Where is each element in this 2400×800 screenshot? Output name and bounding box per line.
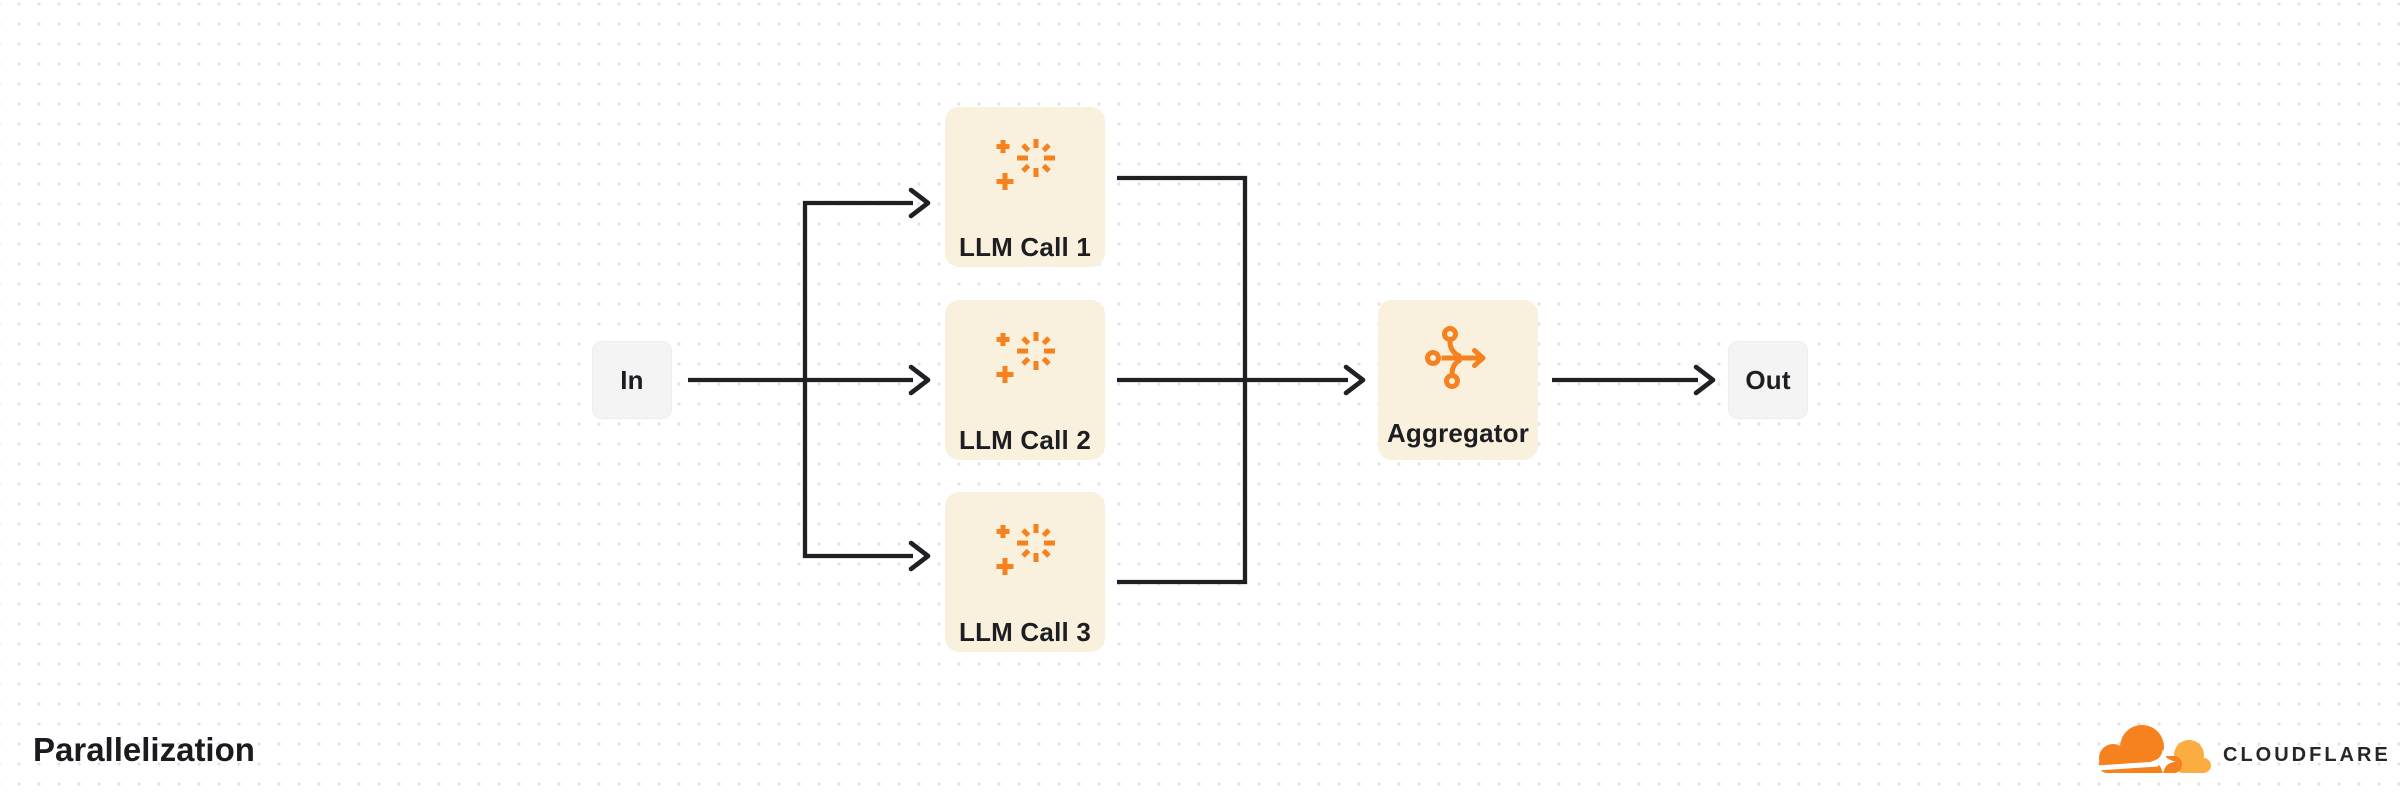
node-in: In (592, 341, 672, 419)
node-llm-call-1-label: LLM Call 1 (958, 232, 1091, 262)
arrowhead-llm3 (908, 540, 931, 572)
cloudflare-logo: CLOUDFLARE (2096, 722, 2391, 776)
node-llm-call-3: LLM Call 3 (945, 492, 1105, 652)
diagram-title: Parallelization (33, 731, 255, 768)
arrowhead-aggregator (1343, 364, 1366, 396)
cloudflare-wordmark: CLOUDFLARE (2223, 743, 2391, 766)
node-aggregator-label: Aggregator (1386, 418, 1530, 448)
sparkle-icon (996, 139, 1055, 190)
node-in-label: In (620, 365, 644, 395)
node-llm-call-3-label: LLM Call 3 (958, 617, 1091, 647)
merge-arrow-icon (1425, 326, 1486, 389)
sparkle-icon (996, 332, 1055, 383)
arrowhead-llm1 (908, 187, 931, 219)
sparkle-icon (996, 524, 1055, 575)
node-llm-call-2: LLM Call 2 (945, 300, 1105, 460)
node-llm-call-2-label: LLM Call 2 (958, 425, 1091, 455)
node-aggregator: Aggregator (1378, 300, 1538, 460)
node-llm-call-1: LLM Call 1 (945, 107, 1105, 267)
edge-split-bracket (802, 200, 913, 559)
cloudflare-cloud-icon (2096, 725, 2211, 774)
arrowhead-llm2 (908, 364, 931, 396)
arrowhead-out (1693, 364, 1716, 396)
node-out-label: Out (1745, 365, 1791, 395)
node-out: Out (1728, 341, 1808, 419)
